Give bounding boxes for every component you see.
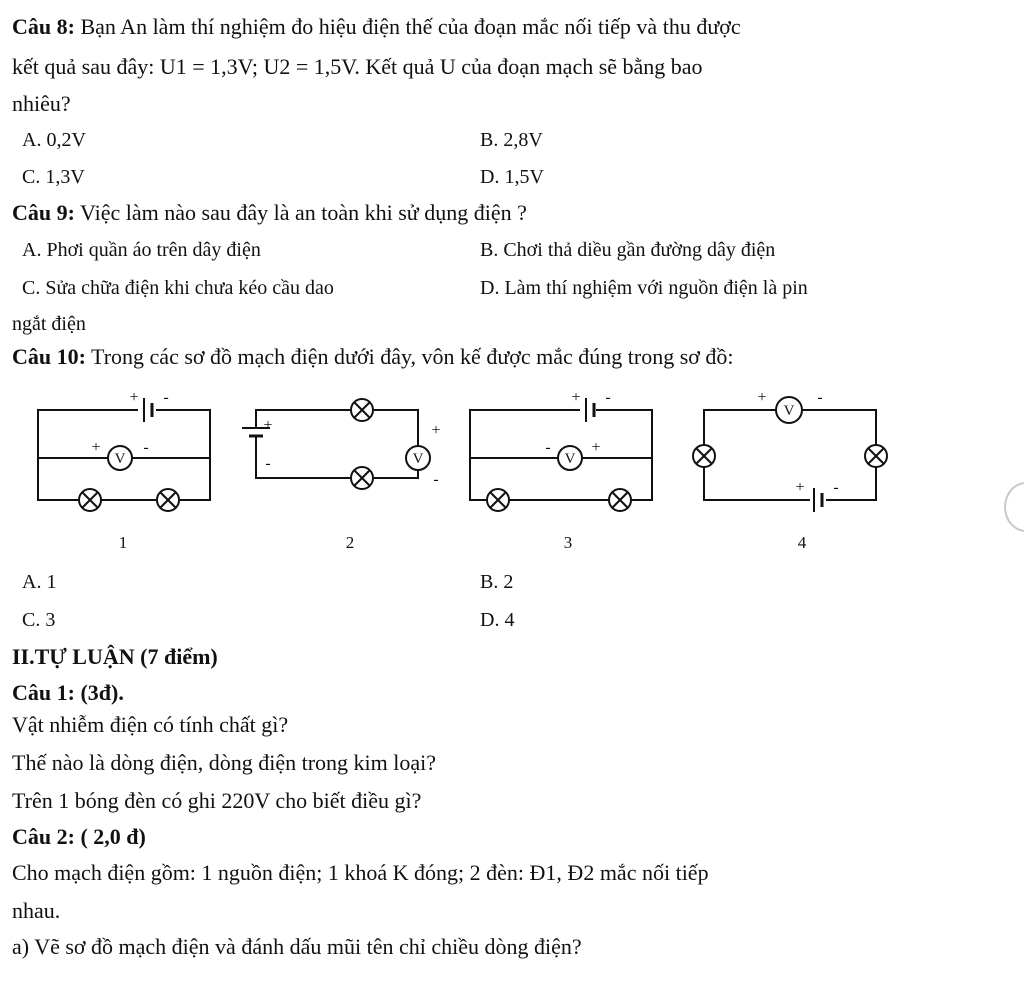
q10-line: Câu 10: Trong các sơ đồ mạch điện dưới đ… (12, 342, 734, 372)
essay-question-1-line-3: Trên 1 bóng đèn có ghi 220V cho biết điề… (12, 788, 422, 813)
diagram-label-1: 1 (119, 533, 128, 552)
circuit-diagram-1 (37, 398, 211, 501)
q8-text-2: kết quả sau đây: U1 = 1,3V; U2 = 1,5V. K… (12, 54, 703, 79)
voltmeter-icon (557, 445, 583, 471)
voltmeter-icon (405, 445, 431, 471)
minus-sign: - (265, 455, 270, 472)
q9-line: Câu 9: Việc làm nào sau đây là an toàn k… (12, 198, 527, 228)
q10-option-c[interactable]: C. 3 (22, 609, 56, 631)
q8-line-1: Câu 8: Bạn An làm thí nghiệm đo hiệu điệ… (12, 12, 741, 42)
q8-option-a[interactable]: A. 0,2V (22, 129, 86, 151)
q10-text: Trong các sơ đồ mạch điện dưới đây, vôn … (85, 344, 734, 369)
essay-question-1-line-1: Vật nhiễm điện có tính chất gì? (12, 712, 289, 737)
q9-option-b[interactable]: B. Chơi thả diều gần đường dây điện (480, 239, 776, 261)
diagram-label-3: 3 (564, 533, 573, 552)
voltmeter-symbol: V (115, 451, 126, 467)
lamp-icon (350, 466, 374, 490)
minus-sign: - (817, 389, 822, 406)
plus-sign: + (263, 417, 272, 434)
essay-question-2-line-2: nhau. (12, 898, 61, 923)
diagram-label-2: 2 (346, 533, 355, 552)
essay-question-2-line-1: Cho mạch điện gồm: 1 nguồn điện; 1 khoá … (12, 860, 709, 885)
q10-option-d[interactable]: D. 4 (480, 609, 515, 631)
lamp-icon (864, 444, 888, 468)
lamp-icon (350, 398, 374, 422)
q9-text: Việc làm nào sau đây là an toàn khi sử d… (74, 200, 527, 225)
q9-option-c[interactable]: C. Sửa chữa điện khi chưa kéo cầu dao (22, 277, 334, 299)
plus-sign: + (91, 439, 100, 456)
voltmeter-icon (107, 445, 133, 471)
q9-option-c-continued: ngắt điện (12, 313, 86, 335)
diagram-label-4: 4 (798, 533, 807, 552)
minus-sign: - (433, 471, 438, 488)
essay-question-1-label: Câu 1: (3đ). (12, 680, 124, 705)
q9-option-d[interactable]: D. Làm thí nghiệm với nguồn điện là pin (480, 277, 808, 299)
plus-sign: + (591, 439, 600, 456)
circuit-diagram-2 (242, 409, 419, 479)
plus-sign: + (795, 479, 804, 496)
circuit-diagram-4 (703, 409, 877, 512)
plus-sign: + (129, 389, 138, 406)
q8-text-1: Bạn An làm thí nghiệm đo hiệu điện thế c… (74, 14, 741, 39)
minus-sign: - (833, 479, 838, 496)
q10-option-b[interactable]: B. 2 (480, 571, 514, 593)
essay-question-2-label: Câu 2: ( 2,0 đ) (12, 824, 146, 849)
minus-sign: - (163, 389, 168, 406)
voltmeter-icon (775, 396, 803, 424)
q8-label: Câu 8: (12, 14, 75, 39)
voltmeter-symbol: V (413, 451, 424, 467)
minus-sign: - (143, 439, 148, 456)
plus-sign: + (431, 422, 440, 439)
minus-sign: - (605, 389, 610, 406)
q8-option-b[interactable]: B. 2,8V (480, 129, 543, 151)
lamp-icon (692, 444, 716, 468)
q9-label: Câu 9: (12, 200, 75, 225)
scroll-handle[interactable] (1004, 482, 1024, 532)
q8-option-c[interactable]: C. 1,3V (22, 166, 85, 188)
plus-sign: + (571, 389, 580, 406)
lamp-icon (608, 488, 632, 512)
q10-label: Câu 10: (12, 344, 86, 369)
q8-option-d[interactable]: D. 1,5V (480, 166, 544, 188)
q9-option-a[interactable]: A. Phơi quần áo trên dây điện (22, 239, 261, 261)
section-2-title: II.TỰ LUẬN (7 điểm) (12, 644, 218, 669)
lamp-icon (486, 488, 510, 512)
plus-sign: + (757, 389, 766, 406)
q10-option-a[interactable]: A. 1 (22, 571, 57, 593)
voltmeter-symbol: V (784, 403, 795, 419)
essay-question-1-line-2: Thế nào là dòng điện, dòng điện trong ki… (12, 750, 437, 775)
q8-text-3: nhiêu? (12, 91, 71, 116)
essay-question-2-line-3: a) Vẽ sơ đồ mạch điện và đánh dấu mũi tê… (12, 934, 582, 959)
circuit-diagram-3 (469, 398, 653, 501)
lamp-icon (78, 488, 102, 512)
circuit-diagrams: V V V V + - + - + - + - + - - + + - + - … (37, 389, 888, 552)
voltmeter-symbol: V (565, 451, 576, 467)
minus-sign: - (545, 439, 550, 456)
lamp-icon (156, 488, 180, 512)
